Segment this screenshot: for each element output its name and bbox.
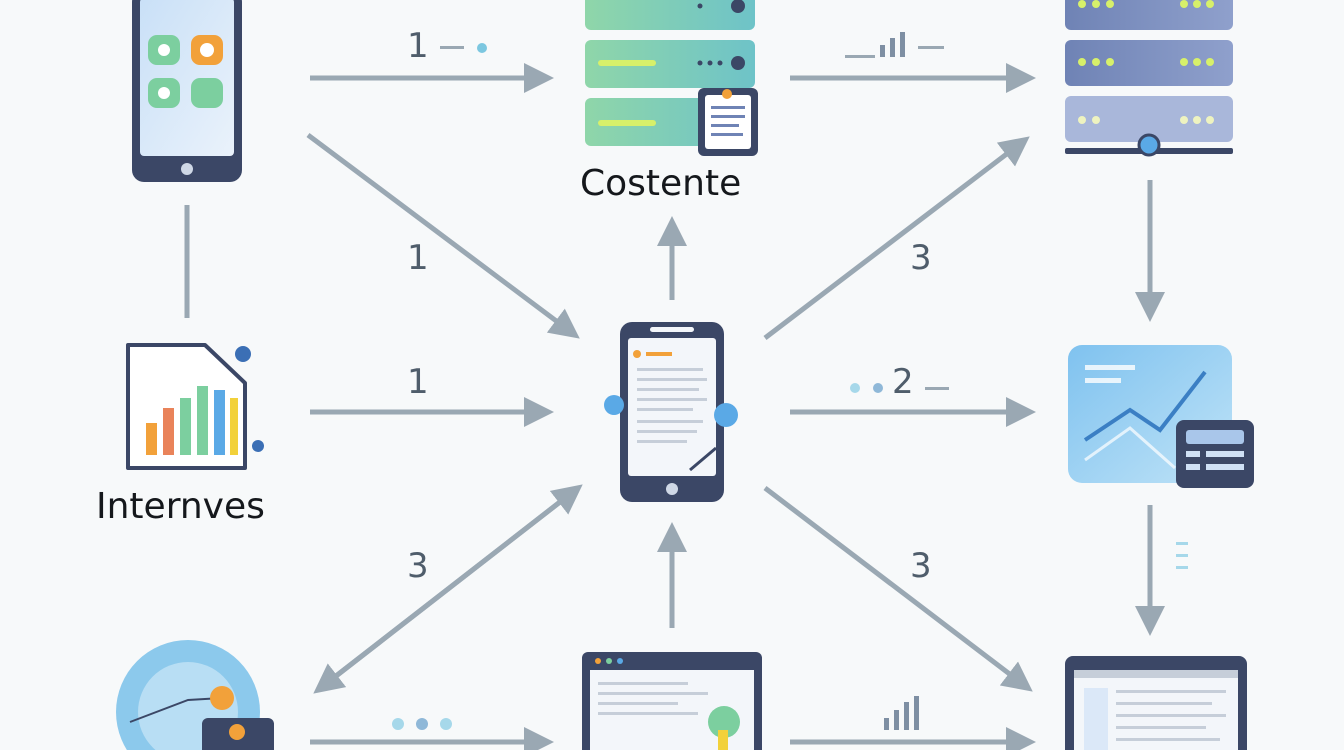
arrow-hub-to-laptop (763, 486, 1033, 692)
decor-marks (392, 32, 1188, 730)
connectors (184, 63, 1165, 750)
edge-label-hub-to-laptop: 3 (910, 546, 932, 586)
analytics-label: Internves (96, 486, 265, 527)
content-server-label: Costente (580, 163, 742, 204)
hub-phone-icon (604, 322, 738, 502)
mobile-phone-icon (132, 0, 242, 182)
laptop-icon (1065, 656, 1247, 750)
arrow-phone-to-hub (306, 132, 580, 339)
edge-label-phone-to-hub: 1 (407, 238, 429, 278)
edge-label-hub-to-dashboard: 2 (892, 362, 914, 402)
arrow-globe-to-hub (316, 484, 583, 692)
globe-icon (116, 640, 274, 750)
edge-label-phone-to-server: 1 (407, 26, 429, 66)
arrow-hub-to-cloud (763, 136, 1030, 340)
cloud-server-icon (1065, 0, 1233, 157)
content-server-icon (585, 0, 758, 156)
edge-label-hub-to-globe: 3 (407, 546, 429, 586)
edge-label-hub-to-cloud: 3 (910, 238, 932, 278)
edge-label-analytics-to-hub: 1 (407, 362, 429, 402)
browser-window-icon (582, 652, 762, 750)
dashboard-icon (1068, 345, 1254, 488)
analytics-chart-icon (126, 343, 264, 470)
